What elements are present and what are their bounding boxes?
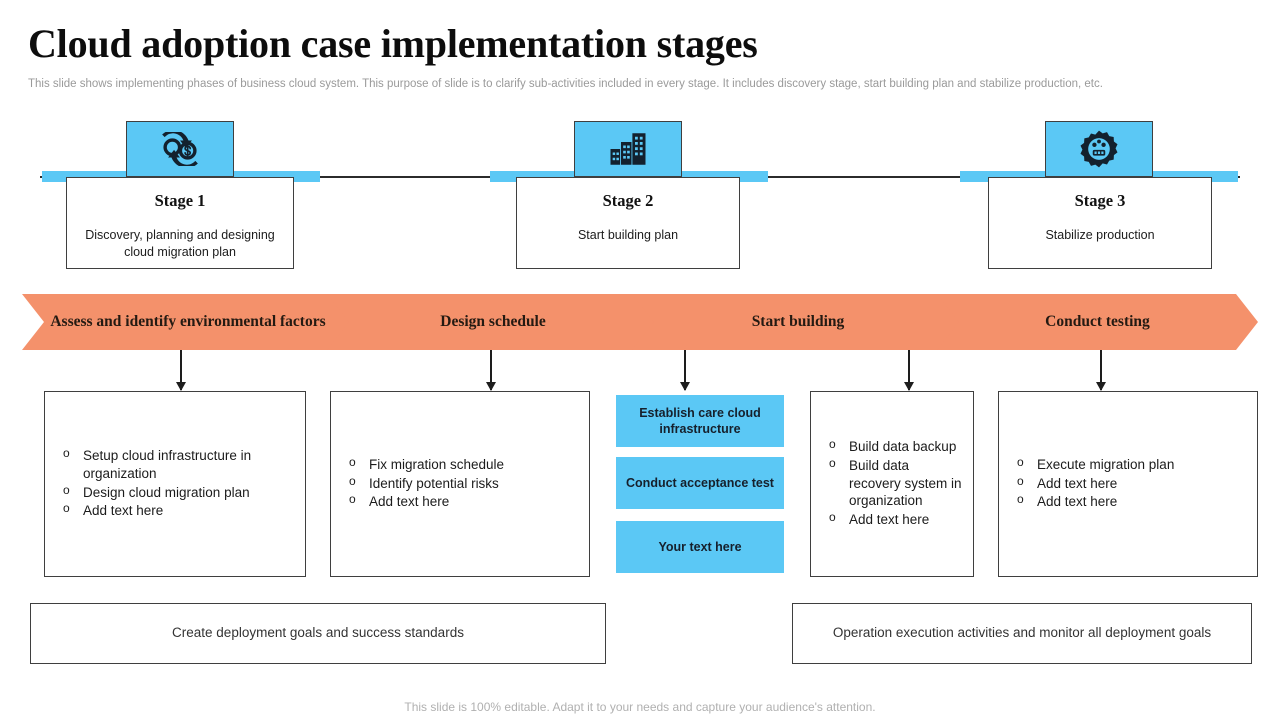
connector-arrow-2	[490, 350, 492, 390]
phase-label-3: Start building	[751, 312, 845, 330]
stage-card-1: Stage 1 Discovery, planning and designin…	[66, 177, 294, 269]
detail-box-5: Execute migration plan Add text here Add…	[998, 391, 1258, 577]
stage-desc-1: Discovery, planning and designing cloud …	[85, 228, 275, 259]
phase-chevron-4[interactable]: Conduct testing	[937, 294, 1258, 350]
stage-desc-2: Start building plan	[577, 228, 679, 242]
list-item: Fix migration schedule	[349, 455, 579, 474]
stage-title-1: Stage 1	[154, 191, 206, 210]
money-exchange-icon	[159, 132, 201, 166]
summary-box-2: Operation execution activities and monit…	[792, 603, 1252, 664]
detail-list-1: Setup cloud infrastructure in organizati…	[45, 446, 305, 522]
phase-label-4: Conduct testing	[1045, 312, 1150, 330]
connector-arrow-4	[908, 350, 910, 390]
blue-block-2[interactable]: Conduct acceptance test	[616, 457, 784, 509]
connector-arrow-3	[684, 350, 686, 390]
footer-note: This slide is 100% editable. Adapt it to…	[404, 700, 876, 714]
blue-block-3[interactable]: Your text here	[616, 521, 784, 573]
detail-list-2: Fix migration schedule Identify potentia…	[331, 455, 589, 513]
list-item: Design cloud migration plan	[63, 483, 295, 502]
blue-block-label-3: Your text here	[658, 539, 742, 554]
blue-block-1[interactable]: Establish care cloud infrastructure	[616, 395, 784, 447]
stage-icon-box-2	[574, 121, 682, 177]
stage-card-3: Stage 3 Stabilize production	[988, 177, 1212, 269]
list-item: Identify potential risks	[349, 474, 579, 493]
detail-box-2: Fix migration schedule Identify potentia…	[330, 391, 590, 577]
stage-desc-3: Stabilize production	[1045, 228, 1155, 242]
detail-list-4: Build data backup Build data recovery sy…	[811, 437, 973, 531]
gear-settings-icon	[1079, 129, 1119, 169]
summary-box-1: Create deployment goals and success stan…	[30, 603, 606, 664]
summary-text-1: Create deployment goals and success stan…	[172, 625, 464, 641]
connector-arrow-5	[1100, 350, 1102, 390]
stage-title-3: Stage 3	[1074, 191, 1126, 210]
list-item: Execute migration plan	[1017, 455, 1247, 474]
detail-box-4: Build data backup Build data recovery sy…	[810, 391, 974, 577]
list-item: Build data recovery system in organizati…	[829, 456, 963, 511]
blue-block-label-2: Conduct acceptance test	[626, 475, 774, 490]
detail-box-1: Setup cloud infrastructure in organizati…	[44, 391, 306, 577]
list-item: Add text here	[1017, 492, 1247, 511]
phase-label-2: Design schedule	[440, 312, 546, 330]
phase-label-1: Assess and identify environmental factor…	[50, 312, 326, 330]
summary-text-2: Operation execution activities and monit…	[832, 625, 1212, 641]
phase-chevron-3[interactable]: Start building	[632, 294, 964, 350]
stage-icon-box-1	[126, 121, 234, 177]
blue-block-label-1: Establish care cloud infrastructure	[639, 405, 761, 436]
list-item: Add text here	[1017, 474, 1247, 493]
buildings-icon	[607, 131, 649, 167]
list-item: Add text here	[63, 501, 295, 520]
connector-arrow-1	[180, 350, 182, 390]
phase-chevron-1[interactable]: Assess and identify environmental factor…	[22, 294, 354, 350]
list-item: Add text here	[829, 510, 963, 529]
list-item: Setup cloud infrastructure in organizati…	[63, 446, 295, 483]
page-subtitle: This slide shows implementing phases of …	[28, 78, 1103, 90]
list-item: Build data backup	[829, 437, 963, 456]
page-title: Cloud adoption case implementation stage…	[28, 21, 758, 66]
stage-card-2: Stage 2 Start building plan	[516, 177, 740, 269]
detail-list-5: Execute migration plan Add text here Add…	[999, 455, 1257, 513]
stage-icon-box-3	[1045, 121, 1153, 177]
list-item: Add text here	[349, 492, 579, 511]
phase-chevron-2[interactable]: Design schedule	[327, 294, 659, 350]
stage-title-2: Stage 2	[602, 191, 654, 210]
